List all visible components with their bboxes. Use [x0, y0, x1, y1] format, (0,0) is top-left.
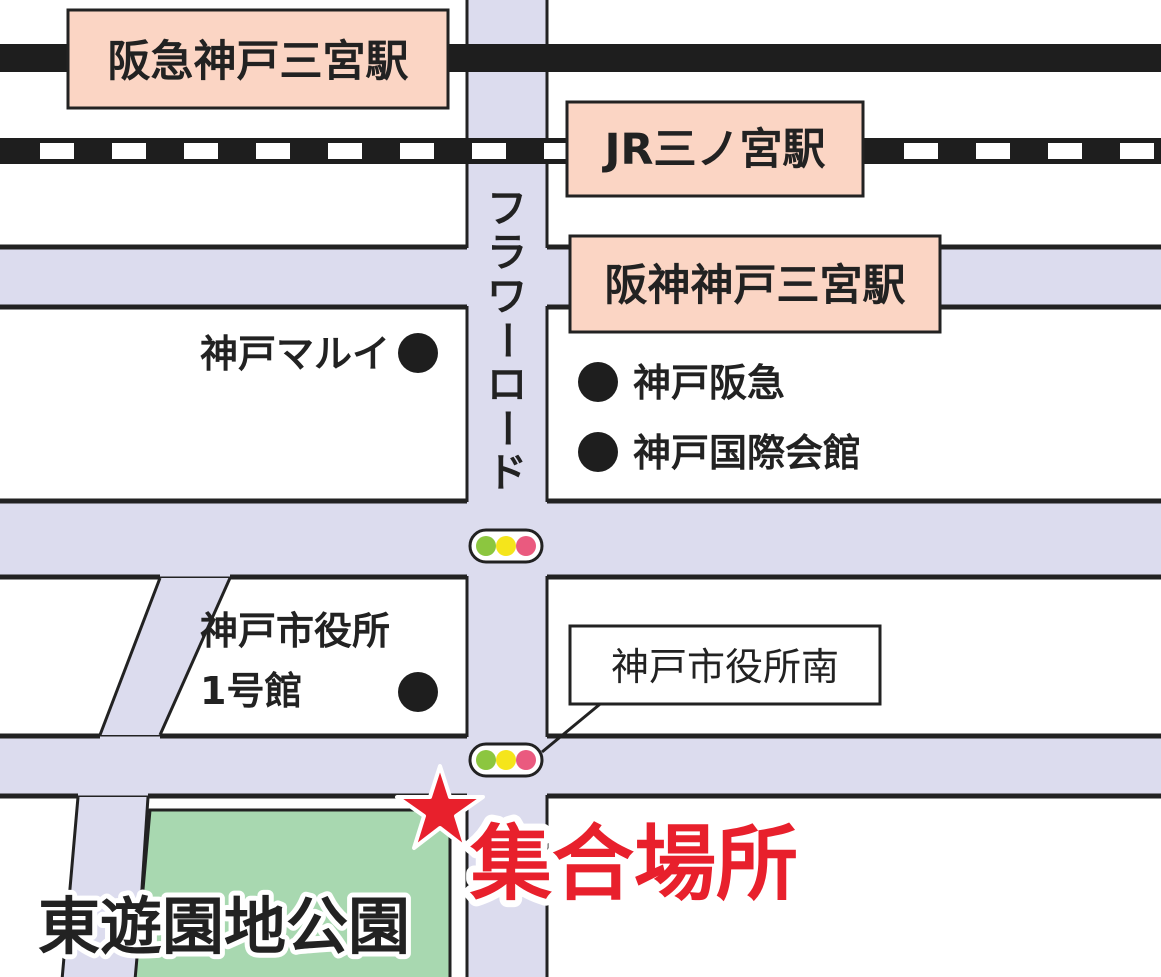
road-name-char: ロ	[487, 362, 527, 408]
landmark-kokusai-kaikan-dot	[578, 432, 618, 472]
station-jr-label: JR三ノ宮駅	[601, 125, 825, 175]
rail-tie	[1120, 143, 1154, 159]
rail-tie	[256, 143, 290, 159]
landmark-city-hall-label-line1: 神戸市役所	[200, 609, 390, 653]
landmark-marui-label: 神戸マルイ	[200, 332, 390, 376]
meeting-point-star-icon	[395, 764, 485, 850]
landmark-city-hall-dot	[398, 672, 438, 712]
road-name-char: フ	[487, 186, 527, 232]
station-hankyu-label: 阪急神戸三宮駅	[108, 37, 409, 87]
landmark-city-hall: 神戸市役所 1号館	[200, 609, 438, 713]
rail-tie	[472, 143, 506, 159]
signal-callout-label: 神戸市役所南	[611, 645, 839, 689]
rail-tie	[40, 143, 74, 159]
landmark-kobe-hankyu: 神戸阪急	[578, 361, 785, 405]
station-hanshin-label: 阪神神戸三宮駅	[605, 261, 906, 311]
rail-tie	[1048, 143, 1082, 159]
landmark-marui-dot	[398, 333, 438, 373]
road-name-char: ー	[483, 408, 529, 448]
traffic-signal-north	[468, 528, 544, 564]
road-name-char: ラ	[487, 230, 527, 276]
rail-tie	[976, 143, 1010, 159]
road-west-vertical	[62, 797, 148, 977]
road-name-char: ワ	[487, 274, 527, 320]
meeting-point-label: 集合場所	[469, 817, 798, 912]
landmark-kobe-hankyu-label: 神戸阪急	[633, 361, 785, 405]
rail-tie	[904, 143, 938, 159]
park-area	[133, 808, 452, 977]
landmark-marui: 神戸マルイ	[200, 332, 438, 376]
landmark-kokusai-kaikan-label: 神戸国際会館	[633, 431, 861, 475]
station-hankyu: 阪急神戸三宮駅	[66, 8, 450, 110]
rail-tie	[400, 143, 434, 159]
landmark-kokusai-kaikan: 神戸国際会館	[578, 431, 861, 475]
rail-tie	[184, 143, 218, 159]
station-jr: JR三ノ宮駅	[565, 100, 865, 198]
landmark-kobe-hankyu-dot	[578, 362, 618, 402]
signal-callout: 神戸市役所南	[541, 624, 882, 754]
rail-tie	[112, 143, 146, 159]
landmark-city-hall-label-line2: 1号館	[200, 669, 302, 713]
traffic-signal-south	[468, 742, 544, 778]
station-hanshin: 阪神神戸三宮駅	[568, 234, 942, 334]
park-label: 東遊園地公園	[38, 890, 410, 963]
road-diagonal	[100, 578, 230, 735]
road-name-char: ー	[483, 320, 529, 360]
rail-tie	[328, 143, 362, 159]
road-name-char: ド	[487, 450, 527, 496]
